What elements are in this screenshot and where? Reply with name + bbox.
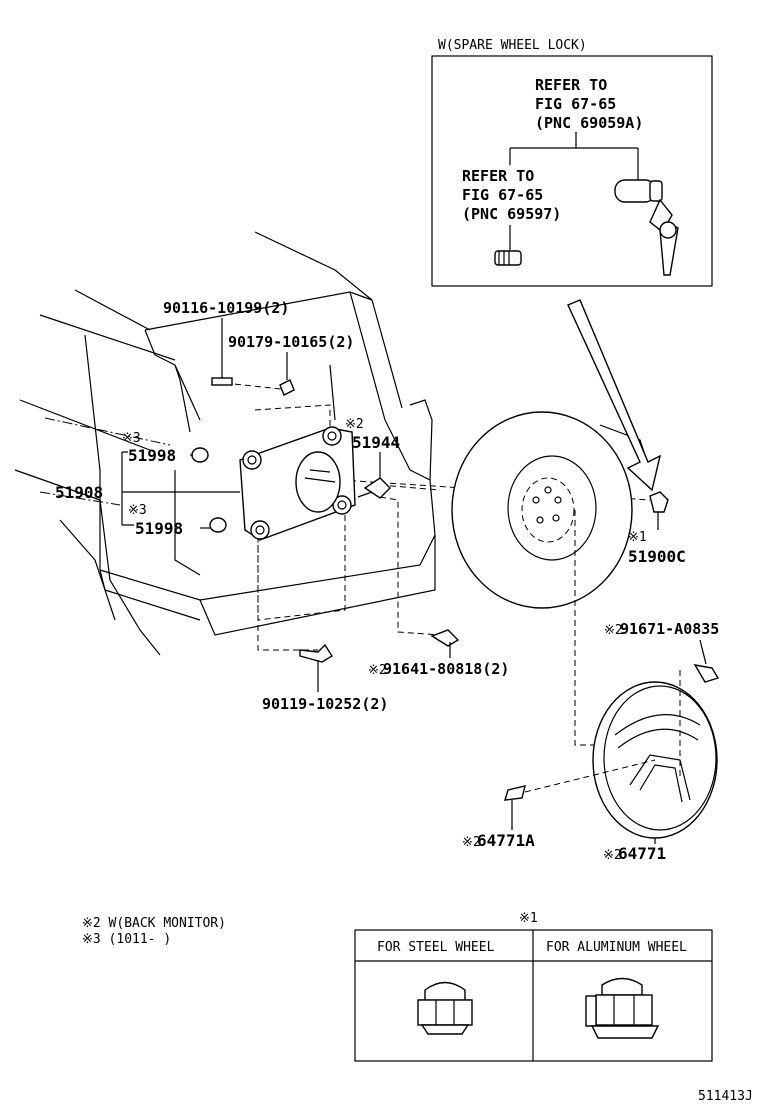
bolt-90116-drawing — [211, 377, 233, 386]
carrier-bracket-drawing — [239, 426, 356, 541]
bracket-leader — [121, 451, 240, 526]
inset-leaders — [509, 132, 639, 180]
label-90179: 90179-10165(2) — [228, 333, 354, 351]
mark-2d: ※2 — [462, 835, 481, 850]
inset-frame — [431, 55, 713, 287]
mark-2b: ※2 — [368, 663, 387, 678]
ref-a-line3: (PNC 69059A) — [535, 114, 643, 132]
bolt-91641-drawing — [430, 629, 460, 647]
note-back-monitor: ※2 W(BACK MONITOR) — [82, 916, 226, 931]
label-91671: 91671-A0835 — [620, 620, 719, 638]
mark-3a: ※3 — [122, 431, 141, 446]
mark-2c: ※2 — [604, 623, 623, 638]
label-51998-lower: 51998 — [135, 519, 183, 538]
table-col-aluminum: FOR ALUMINUM WHEEL — [546, 940, 687, 955]
grommet-lower-drawing — [209, 517, 227, 533]
nut-90179-drawing — [279, 379, 295, 396]
mark-2a: ※2 — [345, 417, 364, 432]
label-51908: 51908 — [55, 483, 103, 502]
label-90119: 90119-10252(2) — [262, 695, 388, 713]
inset-ref-b: REFER TO FIG 67-65 (PNC 69597) — [462, 167, 561, 223]
figure-code: 511413J — [698, 1089, 753, 1104]
ref-b-line3: (PNC 69597) — [462, 205, 561, 223]
vehicle-body-outline — [14, 231, 436, 656]
spare-tire-drawing — [451, 411, 651, 609]
guide-91641 — [379, 496, 441, 636]
mark-1a: ※1 — [628, 530, 647, 545]
table-col-steel: FOR STEEL WHEEL — [377, 940, 495, 955]
ref-b-line2: FIG 67-65 — [462, 186, 543, 204]
label-51900c: 51900C — [628, 547, 686, 566]
guide-3a — [44, 417, 171, 446]
label-90116: 90116-10199(2) — [163, 299, 289, 317]
guide-mount — [379, 484, 441, 491]
bolt-91671-drawing — [693, 664, 720, 683]
inset-ref-a: REFER TO FIG 67-65 (PNC 69059A) — [535, 76, 643, 132]
mark-2e: ※2 — [603, 848, 622, 863]
label-51998-upper: 51998 — [128, 446, 176, 465]
ref-b-line1: REFER TO — [462, 167, 534, 185]
table-mark: ※1 — [519, 911, 538, 926]
mark-3b: ※3 — [128, 503, 147, 518]
emblem-drawing — [504, 785, 526, 801]
guide-cover — [574, 510, 610, 746]
guide-90116 — [224, 382, 291, 391]
ref-a-line1: REFER TO — [535, 76, 607, 94]
guide-90119 — [257, 525, 318, 651]
label-64771a: 64771A — [477, 831, 535, 850]
lock-cylinder-drawing — [614, 179, 679, 276]
bolt-90119-drawing — [299, 643, 333, 663]
bracket-51944-drawing — [363, 477, 391, 499]
wheel-nut-drawing — [649, 491, 669, 513]
ref-a-line2: FIG 67-65 — [535, 95, 616, 113]
nut-table — [354, 929, 713, 1062]
aluminum-nut-drawing — [585, 977, 660, 1039]
guide-51908 — [39, 491, 121, 506]
lock-nut-drawing — [494, 250, 522, 266]
inset-arrow — [567, 299, 662, 492]
label-64771: 64771 — [618, 844, 666, 863]
guide-emblem — [524, 759, 656, 793]
inset-title: W(SPARE WHEEL LOCK) — [438, 38, 587, 53]
label-91641: 91641-80818(2) — [383, 660, 509, 678]
steel-nut-drawing — [417, 981, 473, 1035]
note-date: ※3 (1011- ) — [82, 932, 171, 947]
label-51944: 51944 — [352, 433, 400, 452]
grommet-upper-drawing — [191, 447, 209, 463]
